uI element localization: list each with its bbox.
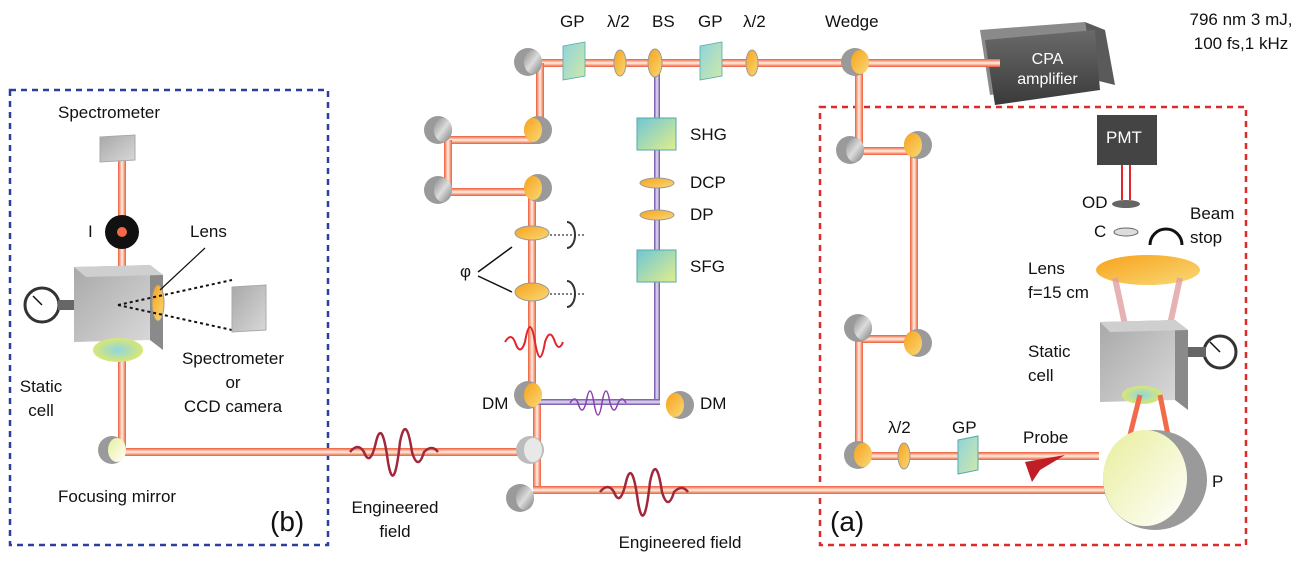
shg-label: SHG bbox=[690, 125, 727, 144]
panel-b-box bbox=[8, 88, 330, 547]
half-wave-label-a: λ/2 bbox=[888, 418, 911, 437]
od-label: OD bbox=[1082, 193, 1108, 212]
pmt-label: PMT bbox=[1106, 128, 1142, 147]
phi-label: φ bbox=[460, 262, 472, 281]
gp-label-2: GP bbox=[698, 12, 723, 31]
gp-label-a: GP bbox=[952, 418, 977, 437]
harmonic-optics bbox=[636, 117, 677, 283]
top-optics bbox=[562, 41, 759, 81]
pulses bbox=[349, 326, 689, 517]
half-wave-label-1: λ/2 bbox=[607, 12, 630, 31]
focusing-mirror-label: Focusing mirror bbox=[58, 487, 177, 506]
p-label: P bbox=[1212, 472, 1224, 491]
engineered-field-label: Engineered field bbox=[618, 533, 742, 552]
static-cell-label-b: Static cell bbox=[19, 377, 63, 420]
source-spec-label: 796 nm 3 mJ, 100 fs,1 kHz bbox=[1189, 10, 1293, 53]
engineered-field-label-b: Engineered field bbox=[351, 498, 439, 541]
dp-label: DP bbox=[690, 205, 714, 224]
panel-b-components bbox=[23, 134, 267, 362]
panel-a-label: (a) bbox=[830, 506, 865, 537]
spectrometer-label: Spectrometer bbox=[58, 103, 161, 122]
dm-left-label: DM bbox=[482, 394, 509, 413]
dm-right-label: DM bbox=[700, 394, 727, 413]
lens-label-b: Lens bbox=[190, 222, 227, 241]
bs-label: BS bbox=[652, 12, 675, 31]
lens-label-a: Lens f=15 cm bbox=[1028, 259, 1089, 302]
iris-label: I bbox=[88, 222, 93, 241]
spectrometer-or-ccd-label: Spectrometer or CCD camera bbox=[181, 349, 285, 416]
harmonic-beam bbox=[536, 67, 660, 405]
sfg-label: SFG bbox=[690, 257, 725, 276]
panel-a-box bbox=[818, 105, 1248, 547]
c-label: C bbox=[1094, 222, 1107, 241]
phi-waveplates bbox=[477, 221, 585, 308]
probe-label: Probe bbox=[1023, 428, 1069, 447]
cpa-amplifier-label: CPA amplifier bbox=[1017, 51, 1078, 88]
cpa-amplifier-box bbox=[980, 22, 1115, 105]
panel-a-components bbox=[897, 115, 1238, 530]
dcp-label: DCP bbox=[690, 173, 726, 192]
half-wave-label-2: λ/2 bbox=[743, 12, 766, 31]
beam-stop-label: Beam stop bbox=[1190, 204, 1235, 247]
panel-b-label: (b) bbox=[270, 506, 305, 537]
gp-label-1: GP bbox=[560, 12, 585, 31]
mirrors bbox=[98, 48, 932, 512]
wedge-label: Wedge bbox=[825, 12, 879, 31]
static-cell-label-a: Static cell bbox=[1028, 342, 1071, 385]
